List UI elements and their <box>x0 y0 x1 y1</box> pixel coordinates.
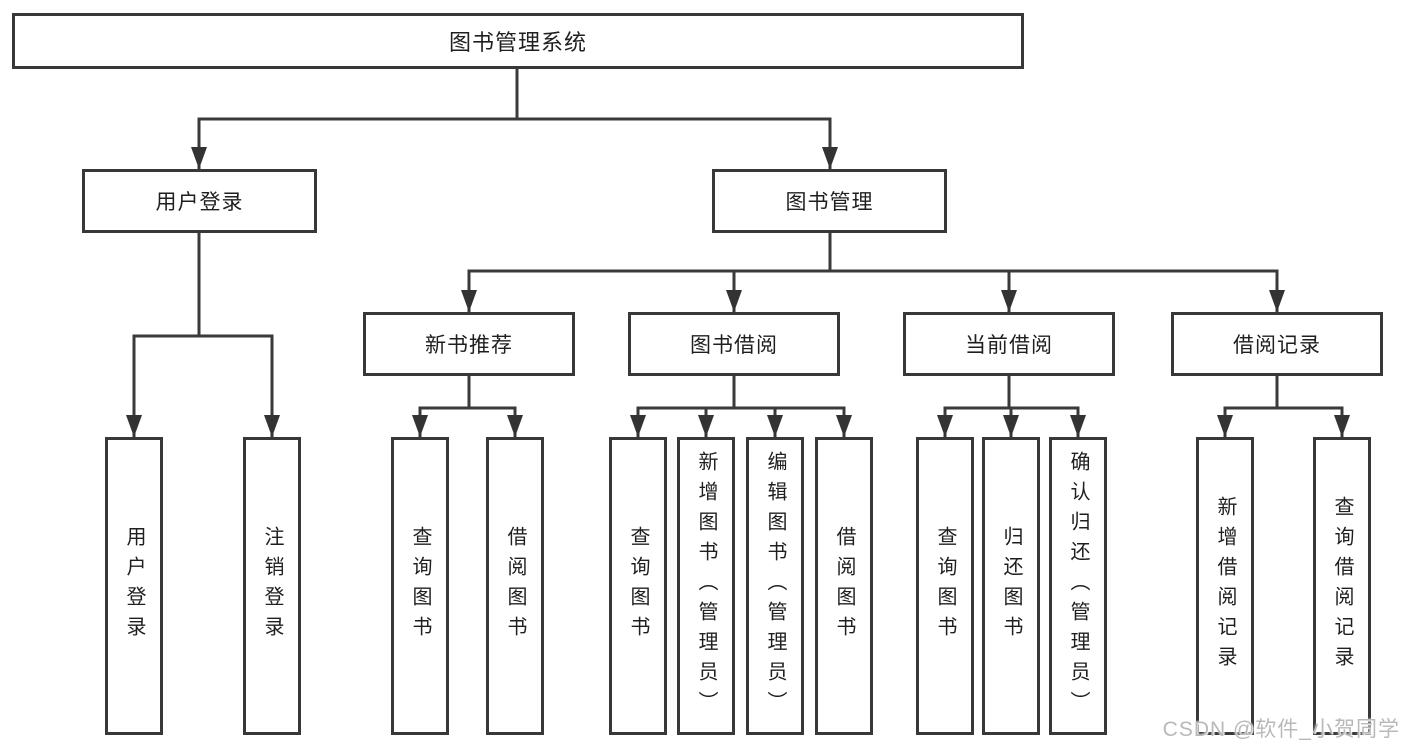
node-record-query-label: 查询借阅记录 <box>1331 496 1353 676</box>
node-borrow-edit-admin-label: 编辑图书（管理员） <box>764 451 786 721</box>
node-borrow-query-leaf: 查询图书 <box>609 437 667 735</box>
connector-current-children <box>937 375 1086 437</box>
node-borrow-add-admin-leaf: 新增图书（管理员） <box>677 437 735 735</box>
node-borrow-query-label: 查询图书 <box>627 526 649 646</box>
node-record-add-label: 新增借阅记录 <box>1214 496 1236 676</box>
node-book-mgmt-branch: 图书管理 <box>712 169 947 233</box>
node-newbooks-query-label: 查询图书 <box>409 526 431 646</box>
node-current-confirm-admin-label: 确认归还（管理员） <box>1067 451 1089 721</box>
node-root-label: 图书管理系统 <box>448 30 587 55</box>
node-logout-leaf: 注销登录 <box>243 437 301 735</box>
node-current-query-label: 查询图书 <box>934 526 956 646</box>
connector-user-login-children <box>126 232 280 437</box>
node-newbooks-borrow-label: 借阅图书 <box>504 526 526 646</box>
node-newbooks-query-leaf: 查询图书 <box>391 437 449 735</box>
node-record-branch-label: 借阅记录 <box>1233 334 1321 357</box>
node-current-return-label: 归还图书 <box>1000 526 1022 646</box>
node-logout-leaf-label: 注销登录 <box>261 526 283 646</box>
node-borrow-add-admin-label: 新增图书（管理员） <box>695 451 717 721</box>
node-current-branch: 当前借阅 <box>903 312 1115 376</box>
node-root: 图书管理系统 <box>12 13 1024 69</box>
node-borrow-edit-admin-leaf: 编辑图书（管理员） <box>746 437 804 735</box>
node-current-branch-label: 当前借阅 <box>965 334 1053 357</box>
node-book-mgmt-branch-label: 图书管理 <box>785 191 874 214</box>
node-user-login-branch: 用户登录 <box>82 169 317 233</box>
node-record-add-leaf: 新增借阅记录 <box>1196 437 1254 735</box>
node-borrow-borrow-label: 借阅图书 <box>833 526 855 646</box>
node-current-return-leaf: 归还图书 <box>982 437 1040 735</box>
node-borrow-branch: 图书借阅 <box>628 312 840 376</box>
connector-record-children <box>1217 375 1350 437</box>
node-borrow-borrow-leaf: 借阅图书 <box>815 437 873 735</box>
node-current-confirm-admin-leaf: 确认归还（管理员） <box>1049 437 1107 735</box>
connector-root-to-level2 <box>191 68 838 169</box>
node-current-query-leaf: 查询图书 <box>916 437 974 735</box>
node-user-login-leaf-label: 用户登录 <box>123 526 145 646</box>
node-user-login-branch-label: 用户登录 <box>155 191 244 214</box>
node-borrow-branch-label: 图书借阅 <box>690 334 778 357</box>
node-record-branch: 借阅记录 <box>1171 312 1383 376</box>
connector-borrow-children <box>630 375 852 437</box>
connector-newbooks-children <box>412 375 523 437</box>
node-newbooks-branch-label: 新书推荐 <box>425 334 513 357</box>
node-record-query-leaf: 查询借阅记录 <box>1313 437 1371 735</box>
connector-book-mgmt-to-level3 <box>461 233 1285 312</box>
csdn-watermark: CSDN @软件_小贺同学 <box>1162 718 1400 741</box>
node-newbooks-branch: 新书推荐 <box>363 312 575 376</box>
node-user-login-leaf: 用户登录 <box>105 437 163 735</box>
node-newbooks-borrow-leaf: 借阅图书 <box>486 437 544 735</box>
